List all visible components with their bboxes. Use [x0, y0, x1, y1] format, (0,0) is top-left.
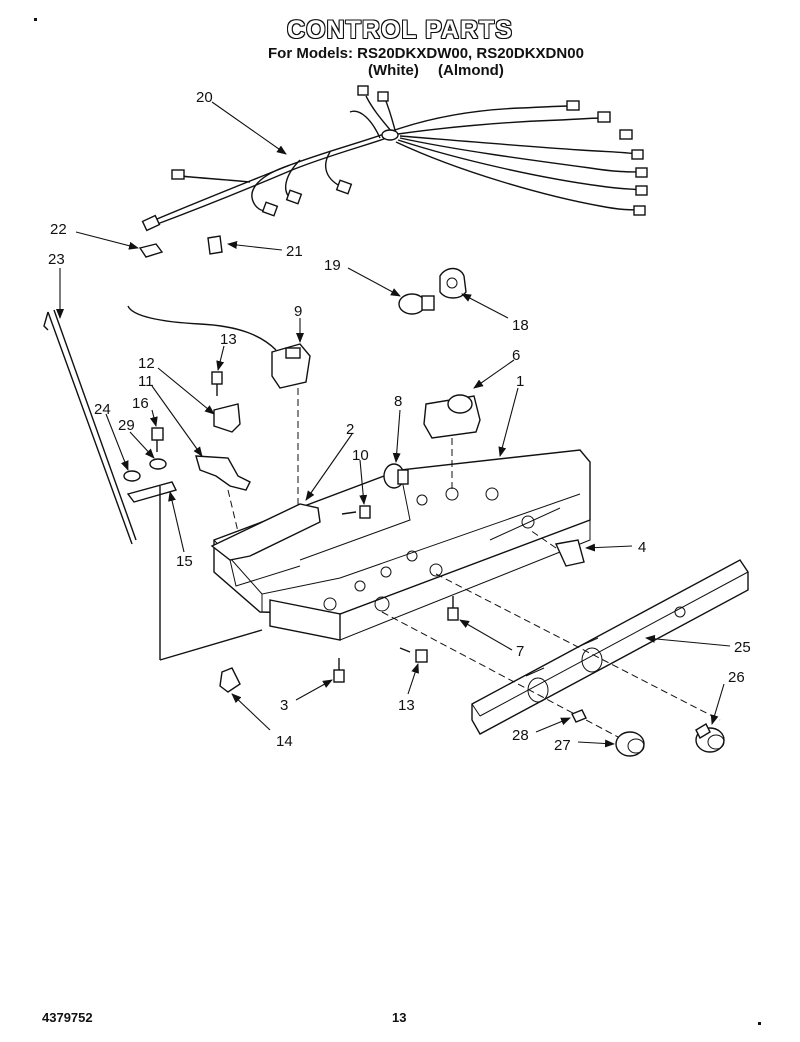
callout-19: 19 [324, 257, 341, 274]
callout-8: 8 [394, 393, 402, 410]
callout-26: 26 [728, 669, 745, 686]
callout-24: 24 [94, 401, 111, 418]
callout-23: 23 [48, 251, 65, 268]
plug-button-8 [383, 463, 409, 489]
scan-speck-top [34, 18, 37, 21]
control-housing [213, 449, 591, 641]
callout-12: 12 [138, 355, 155, 372]
washer-29 [149, 458, 167, 470]
callout-16: 16 [132, 395, 149, 412]
screw-upper [211, 371, 223, 396]
bracket-12 [213, 403, 241, 433]
doc-number: 4379752 [42, 1010, 93, 1025]
lamp-bulb [398, 293, 435, 315]
wire-rod [43, 309, 137, 545]
callout-25: 25 [734, 639, 751, 656]
callout-21: 21 [286, 243, 303, 260]
variant-white: (White) [368, 62, 419, 79]
callout-4: 4 [638, 539, 646, 556]
callout-13-upper: 13 [220, 331, 237, 348]
defrost-timer [423, 394, 481, 490]
callout-6: 6 [512, 347, 520, 364]
callout-29: 29 [118, 417, 135, 434]
clip-22 [138, 243, 164, 258]
lamp-socket [439, 267, 467, 299]
bracket-2 [210, 503, 321, 587]
variant-almond: (Almond) [438, 62, 504, 79]
callout-9: 9 [294, 303, 302, 320]
wiring-harness [141, 85, 648, 232]
callout-2: 2 [346, 421, 354, 438]
knob-27 [615, 731, 645, 757]
callout-20: 20 [196, 89, 213, 106]
linkage-15 [126, 481, 263, 661]
washer-24 [123, 470, 141, 482]
screw-3 [333, 658, 345, 683]
callout-14: 14 [276, 733, 293, 750]
callout-10: 10 [352, 447, 369, 464]
front-panel [381, 559, 749, 739]
switch-4 [529, 529, 585, 567]
screw-16 [151, 427, 164, 452]
callout-labels: 20 22 21 23 19 18 9 13 12 11 6 1 8 16 29… [48, 89, 751, 754]
leader-lines [56, 101, 731, 748]
knob-26 [695, 723, 725, 753]
thermostat [127, 305, 311, 510]
callout-7: 7 [516, 643, 524, 660]
control-shaft [195, 455, 251, 541]
callout-1: 1 [516, 373, 524, 390]
callout-27: 27 [554, 737, 571, 754]
scan-speck-bottom [758, 1022, 761, 1025]
callout-28: 28 [512, 727, 529, 744]
screw-7 [447, 596, 459, 621]
screw-lower [399, 647, 428, 663]
screw-10 [341, 505, 371, 519]
insert-28 [571, 709, 587, 723]
callout-22: 22 [50, 221, 67, 238]
clip-21 [207, 235, 223, 255]
callout-3: 3 [280, 697, 288, 714]
models-line: For Models: RS20DKXDW00, RS20DKXDN00 [268, 45, 584, 62]
callout-13-lower: 13 [398, 697, 415, 714]
page-title: CONTROL PARTS [287, 16, 513, 44]
callout-15: 15 [176, 553, 193, 570]
clip-14 [219, 667, 241, 693]
callout-11: 11 [138, 373, 154, 390]
callout-18: 18 [512, 317, 529, 334]
page-number: 13 [392, 1010, 407, 1025]
